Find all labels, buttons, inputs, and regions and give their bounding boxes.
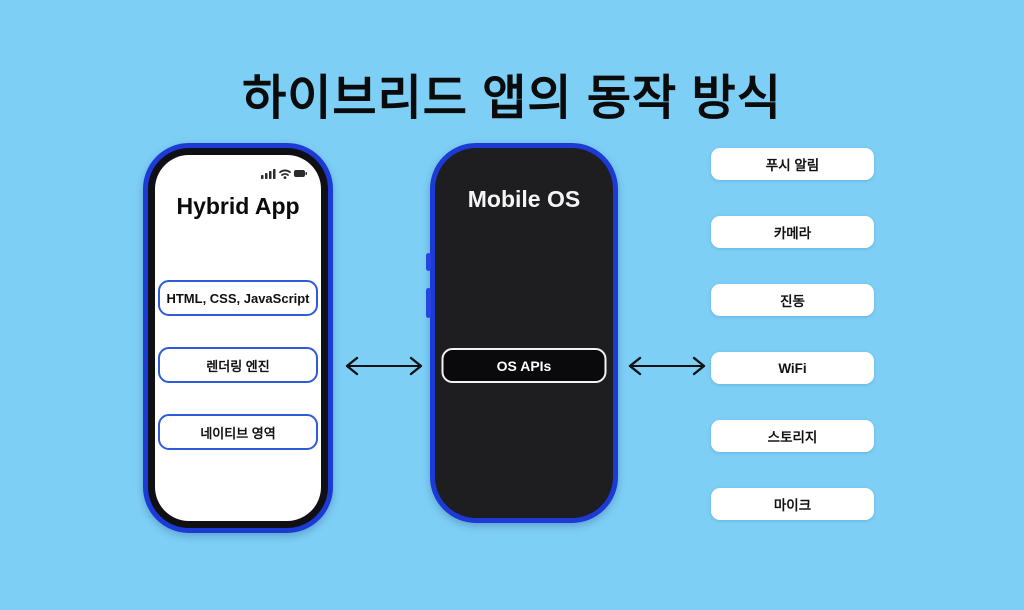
feature-vibration: 진동 — [711, 284, 874, 316]
feature-microphone: 마이크 — [711, 488, 874, 520]
feature-wifi: WiFi — [711, 352, 874, 384]
layer-rendering-engine: 렌더링 엔진 — [158, 347, 318, 383]
mobile-os-phone: Mobile OS OS APIs — [426, 143, 618, 523]
layer-rendering-engine-label: 렌더링 엔진 — [206, 358, 270, 374]
layer-native-area: 네이티브 영역 — [158, 414, 318, 450]
layer-native-area-label: 네이티브 영역 — [200, 425, 276, 441]
feature-storage: 스토리지 — [711, 420, 874, 452]
double-arrow-left-icon — [345, 356, 423, 376]
volume-down-button — [426, 288, 431, 318]
os-apis-box: OS APIs — [441, 348, 607, 383]
hybrid-app-phone: Hybrid App HTML, CSS, JavaScript 렌더링 엔진 … — [143, 143, 333, 533]
mobile-os-screen: Mobile OS OS APIs — [435, 148, 613, 518]
feature-push-notification: 푸시 알림 — [711, 148, 874, 180]
os-apis-label: OS APIs — [496, 357, 552, 374]
mobile-os-title: Mobile OS — [467, 186, 581, 212]
layer-web-tech-label: HTML, CSS, JavaScript — [166, 290, 310, 306]
double-arrow-right-icon — [628, 356, 706, 376]
page-title: 하이브리드 앱의 동작 방식 — [242, 72, 782, 125]
cellular-wifi-battery-icons — [261, 169, 307, 179]
os-feature-list: 푸시 알림 카메라 진동 WiFi 스토리지 마이크 — [711, 148, 874, 520]
layer-web-tech: HTML, CSS, JavaScript — [158, 280, 318, 316]
feature-camera: 카메라 — [711, 216, 874, 248]
volume-up-button — [426, 253, 431, 271]
status-bar — [261, 166, 307, 184]
hybrid-app-title: Hybrid App — [176, 193, 300, 219]
hybrid-app-screen: Hybrid App HTML, CSS, JavaScript 렌더링 엔진 … — [155, 155, 321, 521]
